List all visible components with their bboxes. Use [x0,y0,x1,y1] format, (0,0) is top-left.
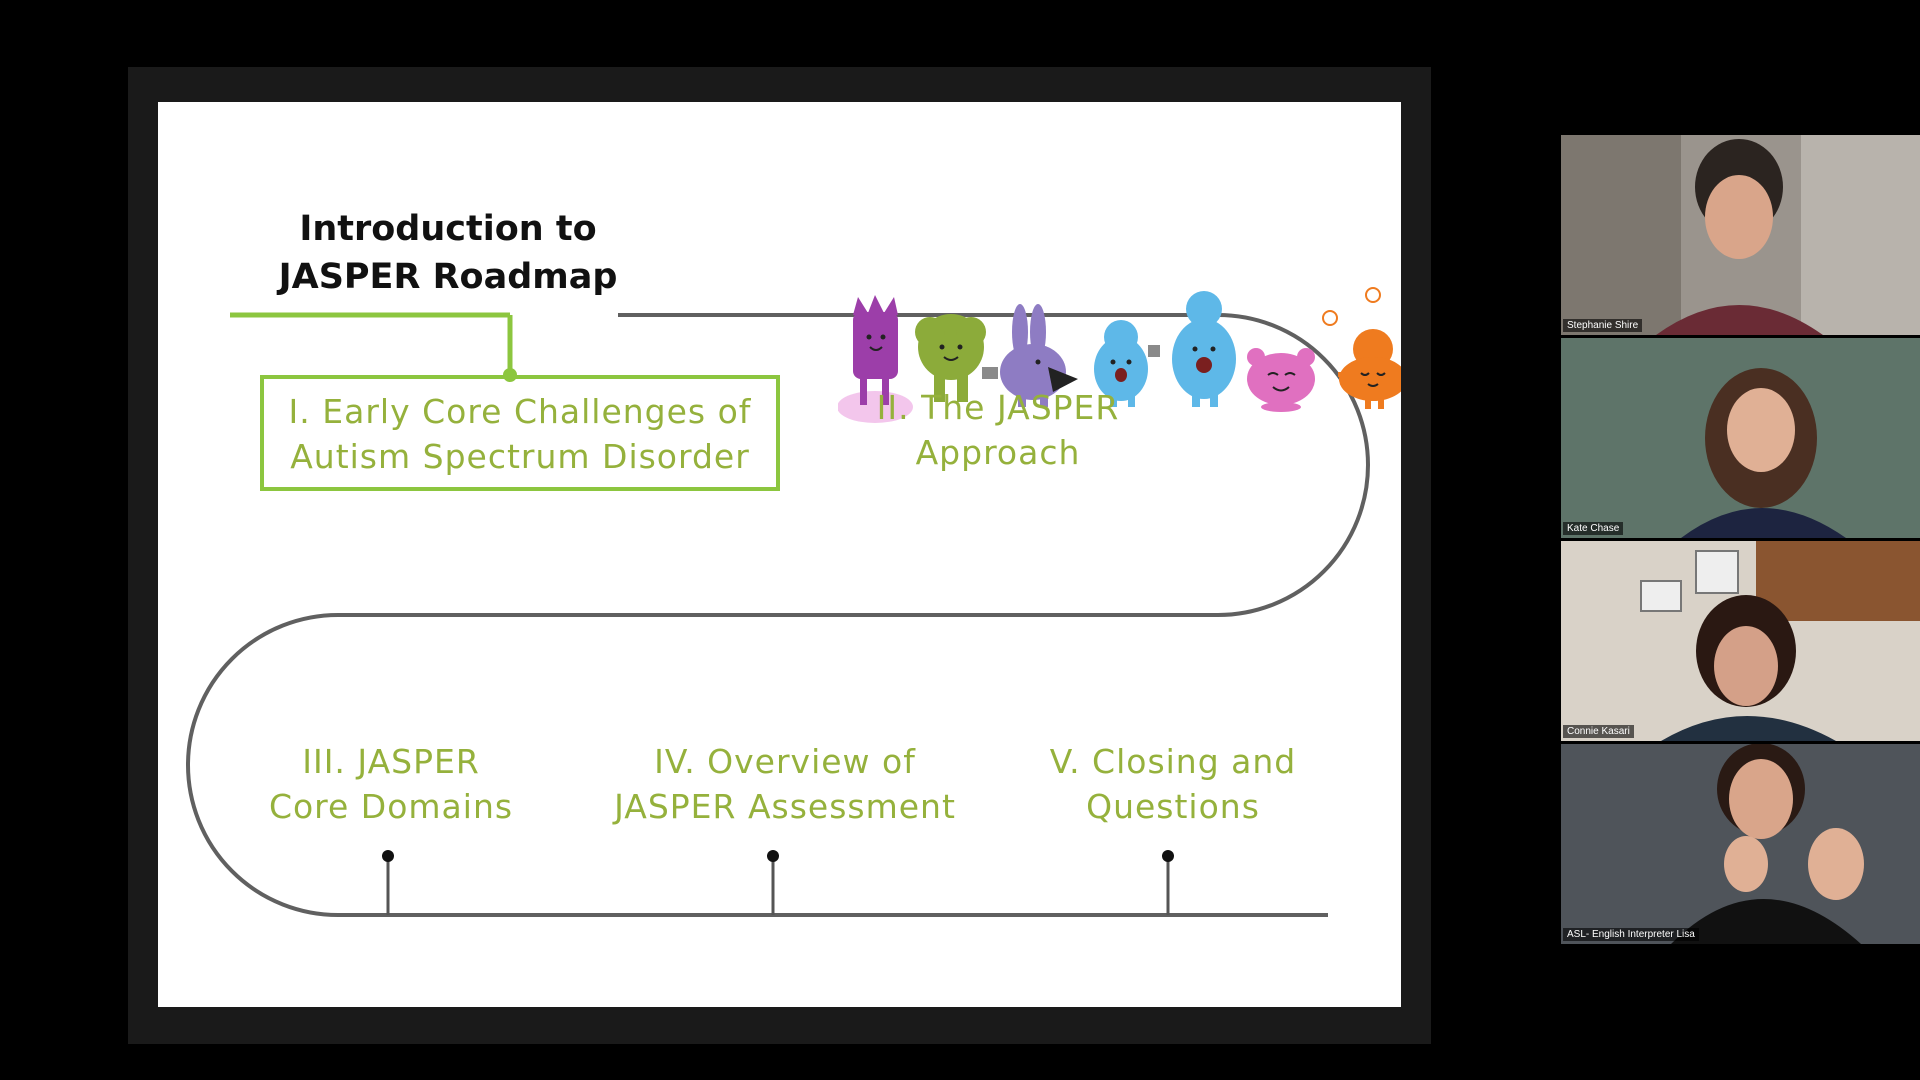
orange-character [1322,287,1401,409]
roadmap-topic-3: III. JASPER Core Domains [246,739,536,829]
milestone-dot-5 [1162,850,1174,862]
participant-tile-1[interactable]: Stephanie Shire [1561,135,1920,335]
participant-name-3: Connie Kasari [1563,725,1634,738]
participant-tile-2[interactable]: Kate Chase [1561,338,1920,538]
blue-character-tall [1172,291,1236,407]
green-character [915,314,998,402]
topic-5-line-2: Questions [1086,787,1260,826]
pink-character [1247,348,1315,412]
topic-3-line-1: III. JASPER [302,742,480,781]
participant-video-1 [1561,135,1920,335]
participant-name-4: ASL- English Interpreter Lisa [1563,928,1699,941]
milestone-dot-4 [767,850,779,862]
topic-2-line-2: Approach [915,433,1081,472]
presentation-slide: Introduction to JASPER Roadmap [158,102,1401,1007]
slide-title: Introduction to JASPER Roadmap [268,205,628,301]
topic-4-line-2: JASPER Assessment [614,787,956,826]
participant-name-2: Kate Chase [1563,522,1624,535]
lilac-character [1000,304,1078,407]
topic-4-line-1: IV. Overview of [654,742,916,781]
cartoon-characters-illustration [838,287,1401,423]
purple-character-shadow [838,391,913,423]
title-line-1: Introduction to [299,209,597,249]
roadmap-topic-2: II. The JASPER Approach [848,385,1148,475]
roadmap-topic-4: IV. Overview of JASPER Assessment [590,739,980,829]
topic-2-line-1: II. The JASPER [876,388,1120,427]
topic-1-line-1: I. Early Core Challenges of [288,392,752,431]
title-line-2: JASPER Roadmap [278,257,618,297]
topic-1-line-2: Autism Spectrum Disorder [290,437,750,476]
blue-character-small [1094,320,1160,407]
participant-name-1: Stephanie Shire [1563,319,1643,332]
participant-tile-3[interactable]: Connie Kasari [1561,541,1920,741]
topic-3-line-2: Core Domains [268,787,514,826]
participant-video-2 [1561,338,1920,538]
roadmap-topic-1: I. Early Core Challenges of Autism Spect… [260,375,780,491]
participant-tile-4[interactable]: ASL- English Interpreter Lisa [1561,744,1920,944]
milestone-dot-3 [382,850,394,862]
participant-video-3 [1561,541,1920,741]
screen-share-area: Introduction to JASPER Roadmap [128,67,1431,1044]
roadmap-topic-5: V. Closing and Questions [1008,739,1338,829]
topic-5-line-1: V. Closing and [1049,742,1297,781]
purple-character [853,295,898,405]
participant-video-4 [1561,744,1920,944]
